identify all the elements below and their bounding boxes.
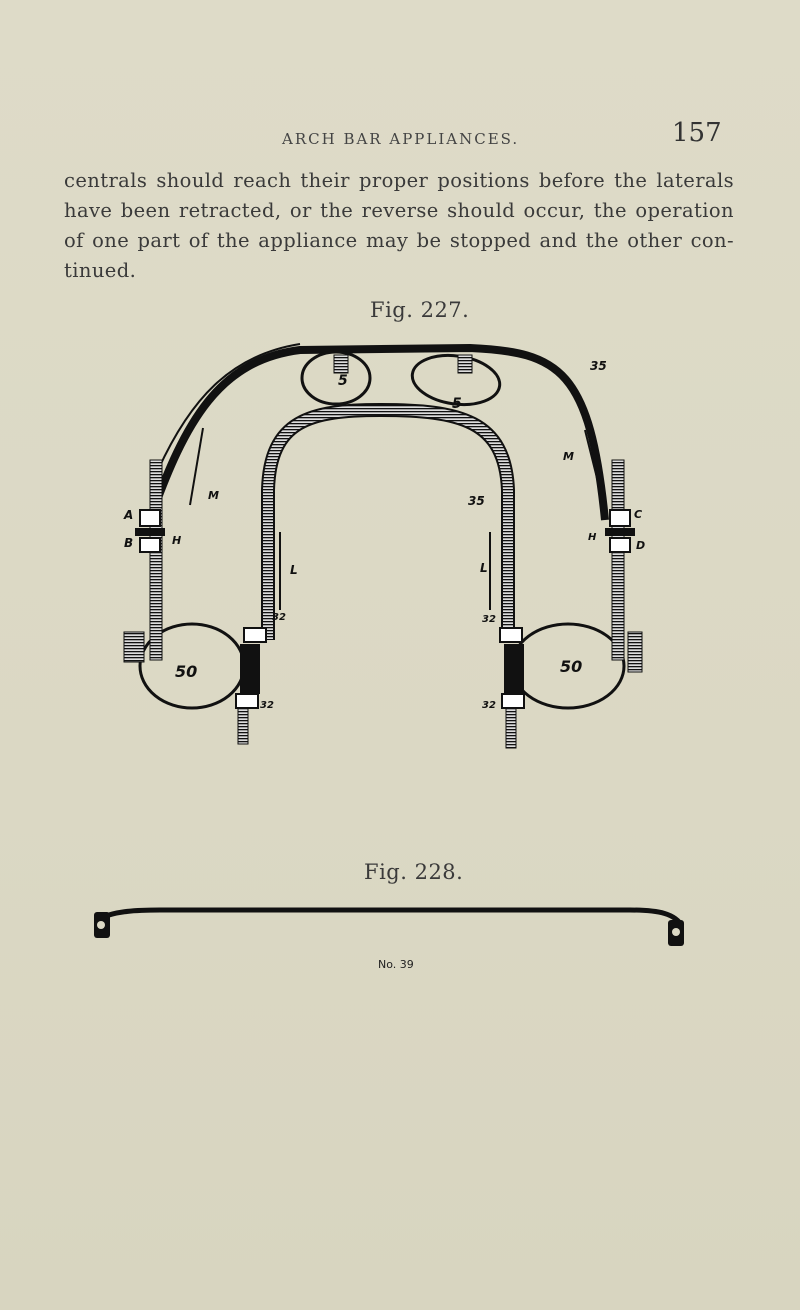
label-m-right: M (563, 450, 574, 463)
page-number: 157 (672, 118, 722, 148)
label-c: C (634, 508, 642, 521)
label-a: A (123, 508, 133, 522)
left-bicuspid-band (300, 350, 372, 406)
label-molar-right: 50 (560, 657, 582, 676)
body-paragraph: centrals should reach their proper posit… (64, 166, 734, 286)
running-head-title: ARCH BAR APPLIANCES. (282, 130, 520, 148)
label-32-left: 32 (272, 612, 286, 623)
label-molar-left: 50 (175, 662, 197, 681)
label-l-right: L (480, 561, 488, 575)
label-bicuspid-right: 5 (452, 396, 462, 412)
label-32b-left: 32 (260, 700, 274, 711)
running-head: ARCH BAR APPLIANCES. 157 (0, 118, 800, 158)
label-d: D (636, 539, 645, 552)
label-h-left: H (172, 534, 181, 547)
label-h-right: H (588, 532, 597, 543)
label-35: 35 (468, 494, 485, 508)
label-l-left: L (290, 563, 298, 577)
label-b: B (124, 536, 133, 550)
label-35-top: 35 (590, 359, 607, 373)
label-32-right: 32 (482, 614, 496, 625)
label-bicuspid-left: 5 (338, 373, 348, 389)
outer-arch-bar (146, 343, 609, 522)
figure-228-caption: Fig. 228. (364, 860, 464, 884)
paragraph-text: centrals should reach their proper posit… (64, 169, 734, 282)
label-m-left: M (208, 489, 219, 502)
figure-227-caption: Fig. 227. (370, 298, 470, 322)
label-32b-right: 32 (482, 700, 496, 711)
part-number: No. 39 (378, 958, 414, 971)
straight-arch-bar (99, 907, 685, 928)
